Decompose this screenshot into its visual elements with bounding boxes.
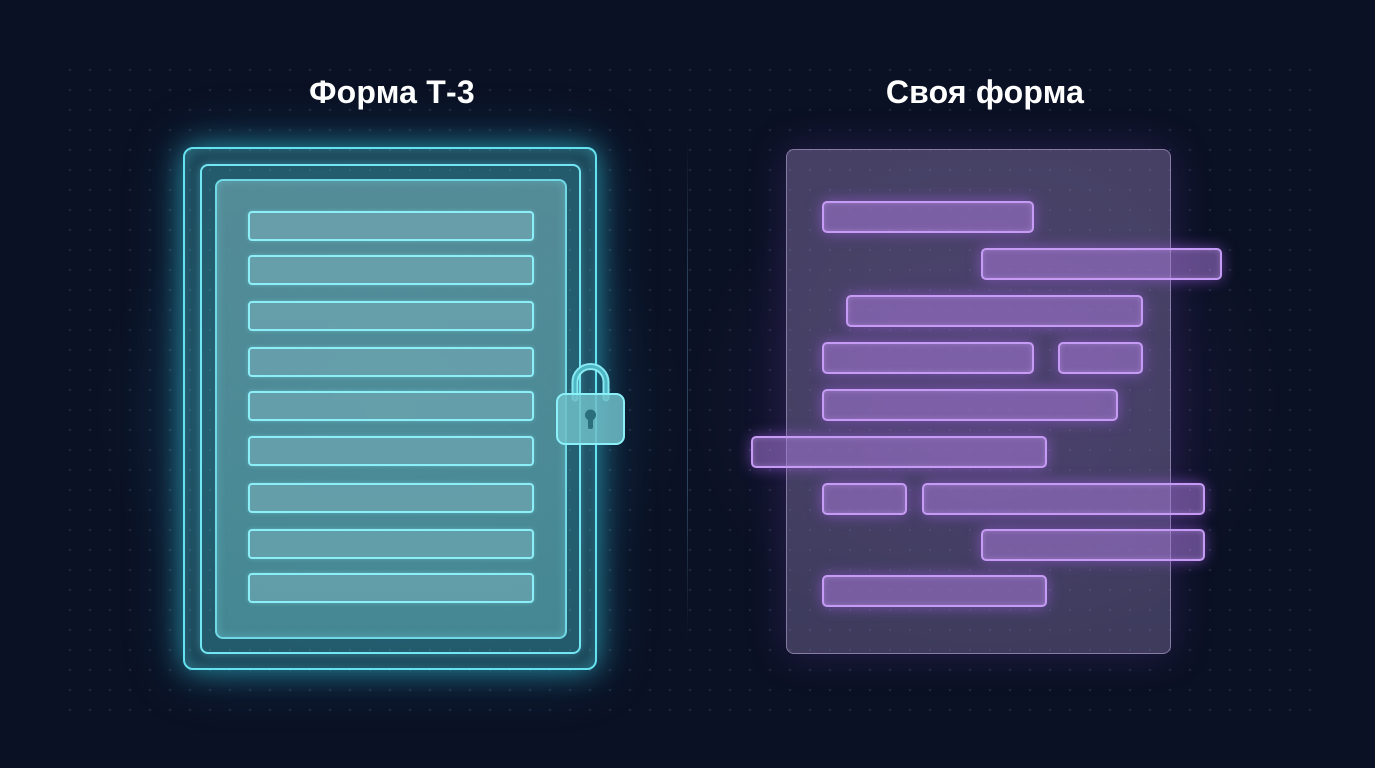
custom-field <box>822 483 907 515</box>
form-row <box>248 211 534 241</box>
form-row <box>248 529 534 559</box>
left-panel-title: Форма Т-3 <box>309 74 475 110</box>
lock-icon <box>556 363 625 445</box>
custom-field <box>922 483 1205 515</box>
form-row <box>248 301 534 331</box>
custom-field <box>981 248 1222 280</box>
custom-field <box>751 436 1047 468</box>
custom-field <box>822 575 1047 607</box>
custom-field <box>822 389 1118 421</box>
right-panel-title: Своя форма <box>885 74 1085 110</box>
form-row <box>248 255 534 285</box>
form-row <box>248 391 534 421</box>
form-row <box>248 573 534 603</box>
custom-field <box>1058 342 1143 374</box>
custom-field <box>981 529 1205 561</box>
form-row <box>248 483 534 513</box>
form-row <box>248 347 534 377</box>
custom-field <box>822 342 1034 374</box>
custom-field <box>846 295 1143 327</box>
custom-field <box>822 201 1034 233</box>
form-row <box>248 436 534 466</box>
center-divider <box>687 140 688 640</box>
